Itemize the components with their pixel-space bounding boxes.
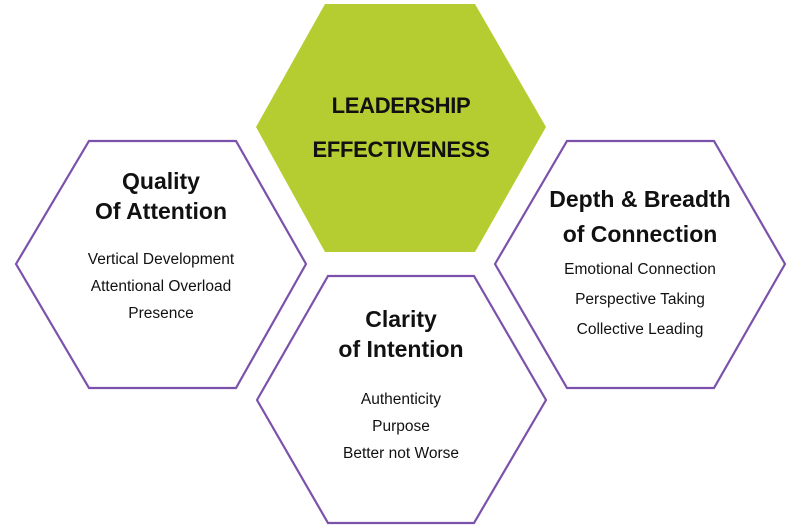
center-line-1: LEADERSHIP bbox=[331, 93, 471, 118]
list-item: Vertical Development bbox=[87, 251, 235, 268]
right-title-2: of Connection bbox=[562, 221, 718, 247]
left-title-2: Of Attention bbox=[94, 198, 227, 224]
center-hexagon bbox=[256, 4, 546, 252]
list-item: Authenticity bbox=[360, 391, 442, 408]
bottom-title-2: of Intention bbox=[338, 336, 464, 362]
center-label: LEADERSHIP EFFECTIVENESS bbox=[256, 88, 546, 168]
left-hexagon bbox=[14, 139, 308, 390]
list-item: Collective Leading bbox=[576, 321, 704, 338]
bottom-hexagon bbox=[255, 274, 548, 525]
list-item: Perspective Taking bbox=[575, 291, 705, 308]
right-content: Depth & Breadth of Connection Emotional … bbox=[495, 184, 785, 345]
right-hexagon bbox=[493, 139, 787, 390]
bottom-content: Clarity of Intention Authenticity Purpos… bbox=[256, 304, 546, 467]
list-item: Emotional Connection bbox=[564, 261, 716, 278]
list-item: Attentional Overload bbox=[90, 278, 232, 295]
left-title-1: Quality bbox=[122, 168, 200, 194]
list-item: Purpose bbox=[372, 418, 430, 435]
list-item: Better not Worse bbox=[342, 445, 459, 462]
list-item: Presence bbox=[128, 305, 194, 322]
center-line-2: EFFECTIVENESS bbox=[312, 137, 490, 162]
left-content: Quality Of Attention Vertical Developmen… bbox=[16, 166, 306, 327]
bottom-title-1: Clarity bbox=[365, 306, 437, 332]
right-title-1: Depth & Breadth bbox=[549, 186, 731, 212]
